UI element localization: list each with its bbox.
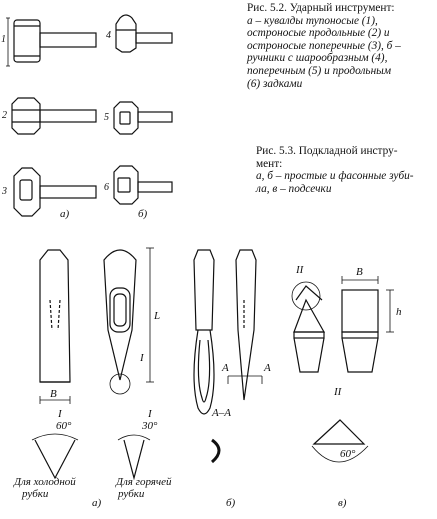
sledgehammer-2 (11, 97, 97, 135)
angle-30-hot: 30° (142, 420, 158, 432)
hammer-number-1: 1 (1, 34, 6, 45)
dimension-h: h (396, 306, 402, 318)
shaped-chisel-loop (193, 249, 215, 415)
caption-line: (6) задками (247, 77, 303, 90)
section-a-left: A (222, 362, 229, 374)
hot-chisel (103, 247, 154, 481)
caption-line: Рис. 5.3. Подкладной инстру- (256, 145, 398, 157)
section-ii (311, 419, 369, 463)
roman-i-cold: I (58, 408, 62, 420)
sledgehammer-3 (13, 167, 97, 217)
subfigure-label-b: б) (138, 208, 148, 220)
roman-i-hot: I (148, 408, 152, 420)
fuller-pointed (291, 281, 326, 373)
hammer-number-2: 2 (2, 110, 7, 121)
dimension-l: L (154, 310, 161, 322)
hot-cutting-label-1: Для горячей (116, 476, 172, 488)
hammer-number-4: 4 (106, 30, 111, 41)
caption-line: остроносые поперечные (3), б – (247, 39, 401, 52)
sledgehammer-1 (6, 17, 97, 67)
fuller-flat (341, 276, 394, 373)
hand-hammer-4 (115, 14, 173, 53)
caption-figure-5-3: Рис. 5.3. Подкладной инстру- мент: а, б … (256, 145, 436, 195)
hot-cutting-label-2: рубки (118, 488, 145, 500)
caption-line: а – кувалды тупоносые (1), (247, 14, 378, 27)
subfigure-label-v: в) (338, 497, 347, 509)
section-aa-shape (210, 438, 221, 464)
angle-60-cold: 60° (56, 420, 72, 432)
subfigure-label-a: а) (92, 497, 102, 509)
hammer-number-3: 3 (2, 186, 7, 197)
dimension-b-fuller: B (356, 266, 363, 278)
caption-line: ручники с шарообразным (4), (247, 52, 388, 65)
cold-cutting-label-2: рубки (22, 488, 49, 500)
dimension-b: B (50, 388, 57, 400)
subfigure-label-b: б) (226, 497, 236, 509)
caption-line: мент: (256, 157, 283, 170)
caption-line: а, б – простые и фасонные зуби- (256, 170, 414, 183)
cold-chisel (31, 249, 79, 480)
caption-figure-5-2: Рис. 5.2. Ударный инструмент: а – кувалд… (247, 2, 435, 90)
subfigure-label-a: а) (60, 208, 70, 220)
caption-line: остроносые продольные (2) и (247, 27, 390, 40)
caption-line: Рис. 5.2. Ударный инструмент: (247, 2, 395, 14)
hand-hammer-5 (113, 101, 173, 135)
angle-60-fuller: 60° (340, 448, 356, 460)
section-aa-label: А–А (212, 407, 231, 419)
section-a-right: A (264, 362, 271, 374)
caption-line: ла, в – подсечки (256, 182, 332, 195)
roman-ii-section: II (334, 386, 342, 398)
hammer-number-5: 5 (104, 112, 109, 123)
cold-cutting-label-1: Для холодной (14, 476, 76, 488)
hammer-number-6: 6 (104, 182, 109, 193)
hand-hammer-6 (113, 165, 173, 205)
roman-ii-top: II (296, 264, 304, 276)
caption-line: поперечным (5) и продольным (247, 64, 392, 77)
shaped-chisel-straight (227, 249, 263, 401)
roman-i-chisel: I (140, 352, 144, 364)
